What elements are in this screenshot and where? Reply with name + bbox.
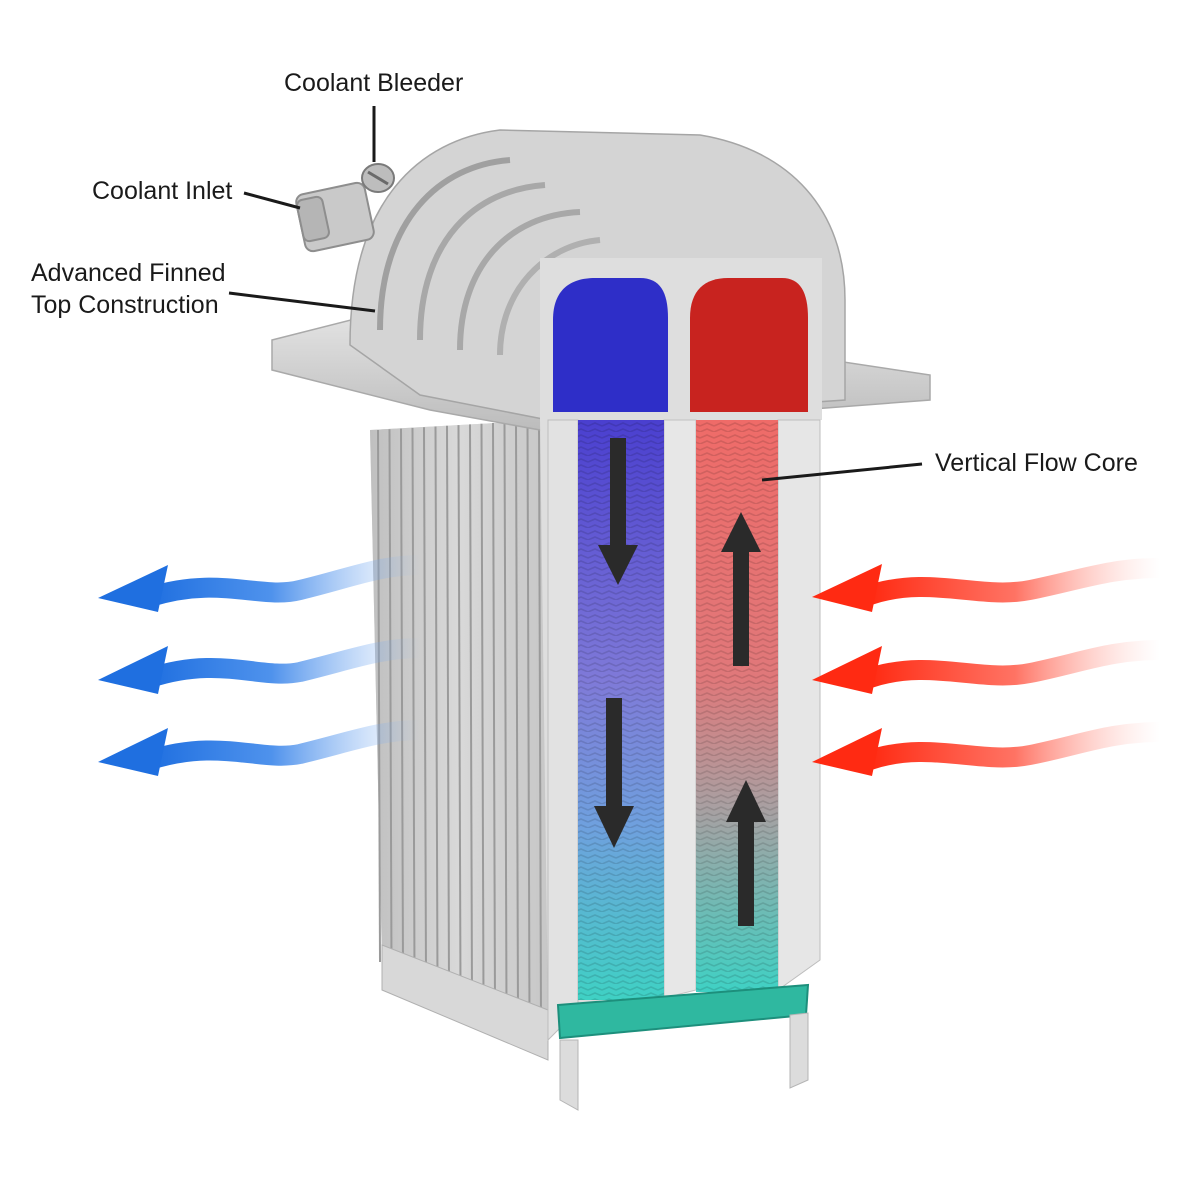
wavy-left-arrow-icon: [98, 720, 430, 776]
vertical-flow-core-leader: [761, 462, 923, 482]
heat-exchanger-body: [271, 129, 931, 1111]
wavy-left-arrow-icon: [98, 638, 430, 694]
cross-section: [540, 258, 822, 1111]
advanced-finned-label-line2: Top Construction: [31, 291, 219, 319]
bottom-plate: [381, 944, 549, 1061]
fin-line: [457, 425, 462, 993]
fin-line: [526, 420, 531, 1020]
vertical-flow-core-label: Vertical Flow Core: [935, 449, 1138, 477]
coolant-inlet-label: Coolant Inlet: [92, 177, 232, 205]
fin-line: [469, 424, 473, 998]
fin-line: [480, 423, 485, 1002]
hot-header-channel: [690, 278, 808, 412]
fin-line: [434, 426, 439, 985]
wavy-left-arrow-icon: [812, 640, 1170, 694]
arrow-down-icon: [598, 438, 638, 585]
arrow-down-icon: [594, 698, 634, 848]
coolant-flow-arrows: [594, 438, 766, 926]
wavy-left-arrow-icon: [812, 722, 1170, 776]
wavy-left-arrow-icon: [812, 558, 1170, 612]
cold-header-channel: [553, 278, 668, 412]
fin-line: [400, 428, 404, 971]
fin-line: [492, 422, 496, 1007]
arrow-up-icon: [721, 512, 761, 666]
fin-line: [423, 427, 427, 980]
fin-line: [446, 425, 450, 989]
coolant-inlet-fitting: [295, 181, 375, 253]
hot-air-arrows: [812, 558, 1170, 776]
fin-line: [411, 427, 416, 976]
fin-line: [538, 420, 542, 1024]
callout-advanced-finned-top: Advanced Finned Top Construction: [31, 259, 376, 319]
callout-coolant-bleeder: Coolant Bleeder: [284, 69, 463, 162]
arrow-up-icon: [726, 780, 766, 926]
coolant-bleeder-label: Coolant Bleeder: [284, 69, 463, 97]
wavy-left-arrow-icon: [98, 555, 430, 612]
fin-line: [515, 421, 519, 1015]
fin-line: [388, 429, 393, 967]
callout-vertical-flow-core: Vertical Flow Core: [761, 449, 1138, 482]
fin-line: [503, 422, 508, 1011]
fin-line: [377, 429, 381, 963]
advanced-finned-label-line1: Advanced Finned: [31, 259, 226, 287]
coolant-bleeder-screw: [361, 163, 395, 193]
callout-coolant-inlet: Coolant Inlet: [92, 177, 301, 210]
coolant-inlet-leader: [243, 191, 301, 210]
cold-air-arrows: [98, 555, 430, 776]
advanced-finned-leader: [228, 291, 376, 313]
